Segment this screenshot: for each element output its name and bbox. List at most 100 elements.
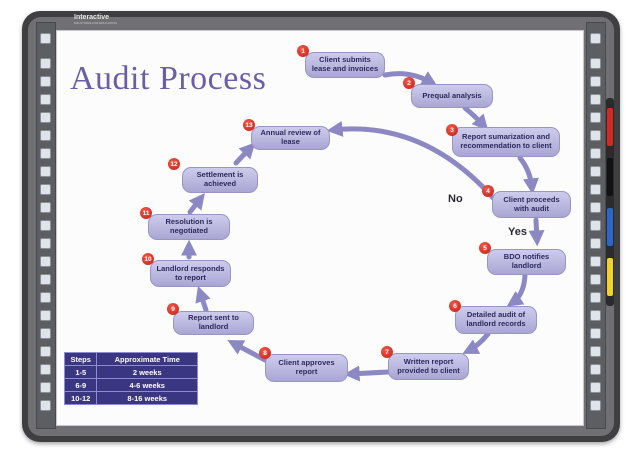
step-9-box: Report sent to landlord bbox=[173, 311, 254, 335]
tool-button-20[interactable] bbox=[40, 382, 51, 393]
tool-button-r14[interactable] bbox=[590, 274, 601, 285]
tool-button-r17[interactable] bbox=[590, 328, 601, 339]
right-toolbar bbox=[586, 22, 606, 429]
step-12-number: 12 bbox=[168, 158, 180, 170]
tool-button-r15[interactable] bbox=[590, 292, 601, 303]
table-cell-steps: 6-9 bbox=[63, 378, 98, 392]
step-9-number: 9 bbox=[167, 303, 179, 315]
table-header-time: Approximate Time bbox=[96, 352, 198, 366]
pen-red[interactable] bbox=[606, 98, 614, 156]
tool-button-r9[interactable] bbox=[590, 184, 601, 195]
tool-button-r11[interactable] bbox=[590, 220, 601, 231]
tool-button-15[interactable] bbox=[40, 292, 51, 303]
tool-button-r1[interactable] bbox=[590, 33, 601, 44]
step-5-number: 5 bbox=[479, 242, 491, 254]
left-toolbar bbox=[36, 22, 56, 429]
step-8-number: 8 bbox=[259, 347, 271, 359]
decision-no-label: No bbox=[448, 193, 463, 205]
arrow-icon bbox=[326, 121, 498, 203]
step-6-box: Detailed audit of landlord records bbox=[455, 306, 537, 334]
table-header-row: Steps Approximate Time bbox=[63, 352, 198, 366]
step-4-box: Client proceeds with audit bbox=[492, 191, 571, 218]
tool-button-r16[interactable] bbox=[590, 310, 601, 321]
tool-button-14[interactable] bbox=[40, 274, 51, 285]
pen-black[interactable] bbox=[606, 148, 614, 206]
tool-button-17[interactable] bbox=[40, 328, 51, 339]
table-row: 10-12 8-16 weeks bbox=[63, 391, 198, 405]
tool-button-8[interactable] bbox=[40, 166, 51, 177]
tool-button-13[interactable] bbox=[40, 256, 51, 267]
arrow-icon bbox=[506, 272, 528, 307]
tool-button-r7[interactable] bbox=[590, 148, 601, 159]
arrow-icon bbox=[462, 331, 491, 354]
tool-button-5[interactable] bbox=[40, 112, 51, 123]
tool-button-r19[interactable] bbox=[590, 364, 601, 375]
arrow-icon bbox=[227, 339, 268, 363]
tool-button-r10[interactable] bbox=[590, 202, 601, 213]
tool-button-7[interactable] bbox=[40, 148, 51, 159]
arrow-icon bbox=[233, 142, 256, 166]
step-11-box: Resolution is negotiated bbox=[148, 214, 230, 240]
tool-button-18[interactable] bbox=[40, 346, 51, 357]
table-cell-time: 8-16 weeks bbox=[96, 391, 198, 405]
table-cell-steps: 10-12 bbox=[63, 391, 98, 405]
arrow-icon bbox=[462, 105, 489, 131]
arrow-icon bbox=[195, 285, 211, 313]
step-8-box: Client approves report bbox=[265, 354, 348, 382]
tool-button-r8[interactable] bbox=[590, 166, 601, 177]
arrow-icon bbox=[343, 365, 391, 382]
arrow-icon bbox=[528, 217, 545, 247]
tool-button-19[interactable] bbox=[40, 364, 51, 375]
step-7-box: Written report provided to client bbox=[388, 353, 469, 380]
step-1-box: Client submits lease and invoices bbox=[305, 52, 385, 78]
step-3-number: 3 bbox=[446, 124, 458, 136]
pen-blue[interactable] bbox=[606, 198, 614, 256]
arrow-icon bbox=[517, 155, 539, 195]
tool-button-16[interactable] bbox=[40, 310, 51, 321]
tool-button-r4[interactable] bbox=[590, 94, 601, 105]
tool-button-11[interactable] bbox=[40, 220, 51, 231]
tool-button-12[interactable] bbox=[40, 238, 51, 249]
pen-yellow[interactable] bbox=[606, 248, 614, 306]
tool-button-r3[interactable] bbox=[590, 76, 601, 87]
tool-button-r12[interactable] bbox=[590, 238, 601, 249]
step-11-number: 11 bbox=[140, 207, 152, 219]
step-13-number: 13 bbox=[243, 119, 255, 131]
tool-button-4[interactable] bbox=[40, 94, 51, 105]
tool-button-r18[interactable] bbox=[590, 346, 601, 357]
step-10-box: Landlord responds to report bbox=[150, 260, 231, 287]
tool-button-2[interactable] bbox=[40, 58, 51, 69]
step-4-number: 4 bbox=[482, 185, 494, 197]
tool-button-r2[interactable] bbox=[590, 58, 601, 69]
step-7-number: 7 bbox=[381, 346, 393, 358]
table-row: 1-5 2 weeks bbox=[63, 365, 198, 379]
tool-button-1[interactable] bbox=[40, 33, 51, 44]
step-2-box: Prequal analysis bbox=[411, 84, 493, 108]
tool-button-10[interactable] bbox=[40, 202, 51, 213]
step-1-number: 1 bbox=[297, 45, 309, 57]
tool-button-9[interactable] bbox=[40, 184, 51, 195]
step-5-box: BDO notifies landlord bbox=[487, 249, 566, 275]
tool-button-r21[interactable] bbox=[590, 400, 601, 411]
table-cell-time: 2 weeks bbox=[96, 365, 198, 379]
arrow-icon bbox=[382, 71, 438, 87]
time-estimate-table: Steps Approximate Time 1-5 2 weeks 6-9 4… bbox=[63, 352, 198, 405]
tool-button-6[interactable] bbox=[40, 130, 51, 141]
tool-button-r20[interactable] bbox=[590, 382, 601, 393]
step-12-box: Settlement is achieved bbox=[182, 167, 258, 193]
tool-button-r13[interactable] bbox=[590, 256, 601, 267]
tool-button-r6[interactable] bbox=[590, 130, 601, 141]
step-3-box: Report sumarization and recommendation t… bbox=[452, 127, 560, 157]
tool-button-21[interactable] bbox=[40, 400, 51, 411]
page-title: Audit Process bbox=[70, 60, 267, 97]
step-6-number: 6 bbox=[449, 300, 461, 312]
step-2-number: 2 bbox=[403, 77, 415, 89]
table-header-steps: Steps bbox=[63, 352, 98, 366]
tool-button-3[interactable] bbox=[40, 76, 51, 87]
table-cell-steps: 1-5 bbox=[63, 365, 98, 379]
decision-yes-label: Yes bbox=[508, 226, 527, 238]
tool-button-r5[interactable] bbox=[590, 112, 601, 123]
table-cell-time: 4-6 weeks bbox=[96, 378, 198, 392]
table-row: 6-9 4-6 weeks bbox=[63, 378, 198, 392]
